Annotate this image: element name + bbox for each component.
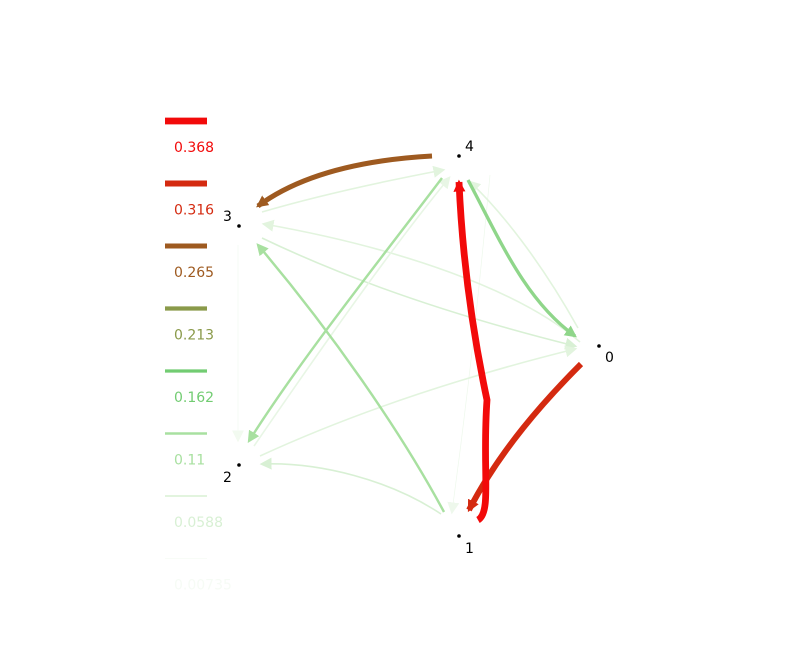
node-3: 3 — [223, 209, 241, 228]
legend-item: 0.368 — [165, 117, 214, 156]
legend-item: 0.213 — [165, 306, 214, 344]
edge-4-to-3 — [256, 153, 433, 209]
edge-3-to-4 — [261, 165, 446, 213]
edge-0-to-4 — [468, 180, 579, 329]
legend-label: 0.316 — [174, 203, 214, 219]
edge-3-to-0 — [261, 237, 578, 350]
edge-4-to-0 — [466, 179, 577, 338]
node-label: 2 — [223, 470, 232, 486]
nodes-layer: 0 1 2 3 4 — [223, 139, 614, 557]
legend-item: 0.00735 — [165, 558, 232, 594]
edge-2-to-0 — [259, 345, 578, 457]
edge-1-to-4 — [453, 179, 491, 523]
legend-item: 0.11 — [165, 432, 207, 469]
legend-label: 0.11 — [174, 453, 205, 469]
node-label: 0 — [605, 350, 614, 366]
legend: 0.368 0.316 0.265 0.213 0.162 0.11 0.0588 0.007… — [165, 117, 232, 594]
node-dot — [597, 344, 601, 348]
edge-0-to-1 — [466, 361, 584, 513]
edge-2-to-4 — [253, 176, 451, 447]
legend-label: 0.0588 — [174, 515, 223, 531]
node-dot — [237, 224, 241, 228]
node-2: 2 — [223, 463, 241, 486]
node-label: 1 — [465, 541, 474, 557]
legend-label: 0.368 — [174, 140, 214, 156]
node-4: 4 — [457, 139, 474, 158]
legend-label: 0.213 — [174, 328, 214, 344]
edges-layer — [232, 153, 584, 523]
legend-item: 0.162 — [165, 369, 214, 406]
edge-4-to-2 — [247, 177, 443, 444]
legend-label: 0.265 — [174, 265, 214, 281]
node-label: 3 — [223, 209, 232, 225]
legend-label: 0.00735 — [174, 578, 232, 594]
node-dot — [237, 463, 241, 467]
legend-item: 0.265 — [165, 243, 214, 281]
node-0: 0 — [597, 344, 614, 366]
legend-item: 0.316 — [165, 180, 214, 219]
edge-1-to-3 — [256, 243, 446, 513]
legend-label: 0.162 — [174, 390, 214, 406]
node-dot — [457, 154, 461, 158]
node-1: 1 — [457, 534, 474, 557]
node-dot — [457, 534, 461, 538]
edge-0-to-3 — [261, 219, 581, 343]
legend-item: 0.0588 — [165, 495, 223, 531]
node-label: 4 — [465, 139, 474, 155]
edge-1-to-2 — [259, 457, 442, 515]
